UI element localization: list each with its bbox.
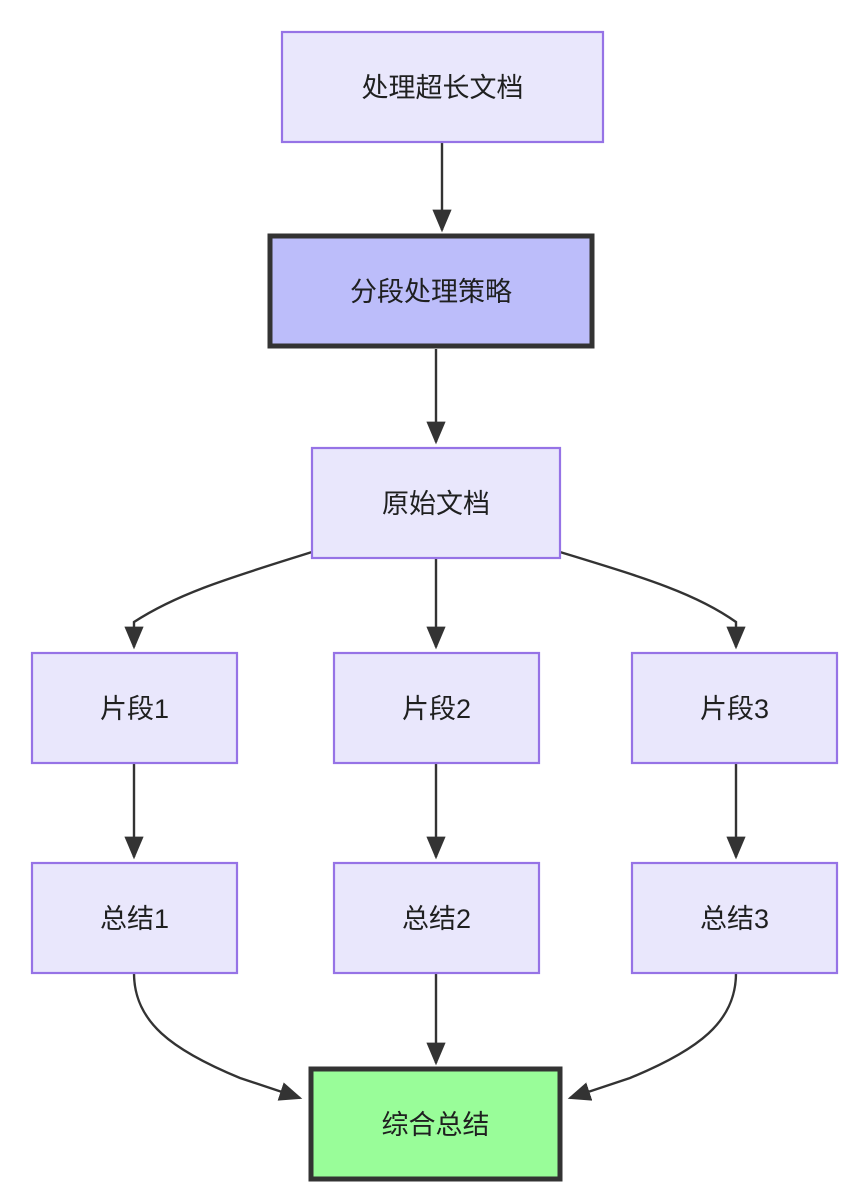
edge-source-to-chunk1[interactable] bbox=[134, 552, 312, 647]
edge-source-to-chunk3[interactable] bbox=[560, 552, 736, 647]
edges-layer bbox=[124, 142, 746, 1101]
node-box-summary2 bbox=[332, 861, 541, 975]
edge-summary3-to-final[interactable] bbox=[570, 973, 736, 1098]
node-summary1[interactable]: 总结1 bbox=[30, 861, 239, 975]
edge-summary1-to-final[interactable] bbox=[134, 973, 300, 1098]
node-summary3[interactable]: 总结3 bbox=[630, 861, 839, 975]
edge-line-summary1-to-final bbox=[132, 972, 303, 1101]
node-final[interactable]: 综合总结 bbox=[308, 1066, 563, 1182]
node-box-chunk3 bbox=[630, 651, 839, 765]
node-chunk3[interactable]: 片段3 bbox=[630, 651, 839, 765]
edge-line-summary3-to-final bbox=[567, 972, 738, 1101]
node-box-chunk2 bbox=[332, 651, 541, 765]
node-box-summary1 bbox=[30, 861, 239, 975]
node-box-chunk1 bbox=[30, 651, 239, 765]
node-source[interactable]: 原始文档 bbox=[310, 446, 562, 560]
node-box-final bbox=[308, 1066, 563, 1182]
node-strategy[interactable]: 分段处理策略 bbox=[267, 233, 595, 349]
node-doc[interactable]: 处理超长文档 bbox=[280, 30, 605, 144]
node-box-strategy bbox=[267, 233, 595, 349]
node-box-summary3 bbox=[630, 861, 839, 975]
node-summary2[interactable]: 总结2 bbox=[332, 861, 541, 975]
node-chunk1[interactable]: 片段1 bbox=[30, 651, 239, 765]
node-box-source bbox=[310, 446, 562, 560]
node-chunk2[interactable]: 片段2 bbox=[332, 651, 541, 765]
edge-line-source-to-chunk3 bbox=[559, 550, 746, 650]
edge-line-source-to-chunk1 bbox=[124, 550, 313, 650]
node-box-doc bbox=[280, 30, 605, 144]
